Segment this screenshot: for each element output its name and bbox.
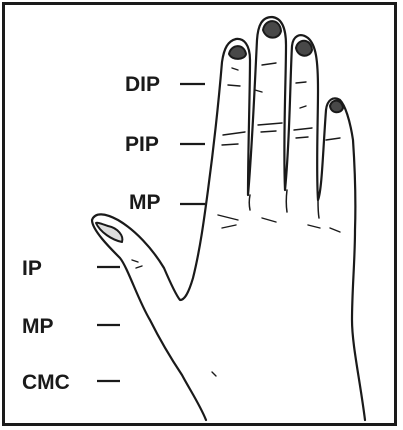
cmc-label: CMC <box>22 372 70 393</box>
dip-label: DIP <box>125 74 160 95</box>
little-nail <box>330 101 343 113</box>
ip-label: IP <box>22 258 42 279</box>
finger-mp-label: MP <box>129 192 161 213</box>
knuckle-creases <box>132 63 340 376</box>
pip-label: PIP <box>125 134 159 155</box>
thumb-mp-label: MP <box>22 316 54 337</box>
index-nail <box>229 46 246 59</box>
thumbnail <box>96 223 122 242</box>
ring-nail <box>296 41 312 56</box>
middle-nail <box>263 21 281 38</box>
